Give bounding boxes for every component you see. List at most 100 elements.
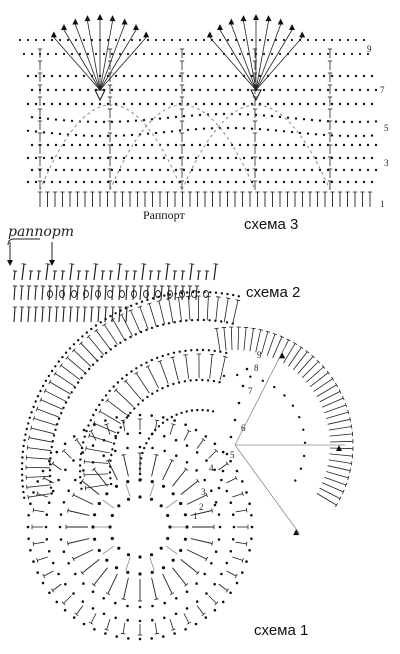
chain-dot [258, 128, 262, 131]
chain-dot [85, 331, 89, 334]
chain-dot [57, 572, 60, 576]
chain-dot [322, 102, 326, 106]
fan-spoke [243, 21, 257, 91]
chain-dot [126, 480, 130, 484]
chain-dot [170, 156, 174, 160]
chain-dot [23, 496, 26, 499]
chain-dot [66, 74, 70, 78]
chain-dot [180, 291, 183, 295]
chain-dot [225, 452, 229, 456]
stitch-cap [338, 496, 342, 501]
chain-dot [173, 419, 176, 422]
chain-dot [214, 113, 218, 116]
chain-dot [116, 431, 120, 434]
chain-dot [70, 143, 74, 147]
chain-dot [20, 473, 24, 476]
chain-dot [342, 88, 346, 92]
chain-dot [126, 497, 131, 501]
chain-dot [41, 469, 45, 473]
stitch-mark [89, 435, 113, 444]
chain-dot [170, 130, 174, 133]
chain-dot [161, 566, 166, 570]
chain-dot [166, 384, 170, 388]
chain-dot [138, 445, 142, 449]
chain-dot [126, 618, 129, 622]
stitch-cap [154, 454, 159, 456]
arrow-mark [72, 18, 79, 25]
chain-dot [334, 120, 338, 123]
chain-dot [146, 38, 150, 42]
stitch-mark [326, 471, 349, 479]
stitch-cap [169, 592, 175, 595]
chain-dot [213, 349, 216, 353]
chain-dot [146, 102, 150, 106]
stitch-cap [342, 395, 345, 401]
chain-dot [354, 134, 358, 138]
chain-dot [147, 437, 151, 440]
bracket [7, 238, 40, 246]
stitch-mark [93, 422, 116, 434]
fan-spoke [99, 24, 126, 91]
chain-dot [342, 52, 346, 56]
stitch-cap [119, 313, 124, 317]
stitch-cap [91, 467, 96, 471]
chain-dot [93, 537, 97, 541]
stitch-mark [160, 285, 163, 301]
chain-dot [50, 38, 54, 42]
stitch-mark [322, 397, 344, 408]
stitch-cap [61, 601, 66, 606]
chain-dot [115, 416, 118, 419]
chain-dot [322, 74, 326, 78]
chain-dot [23, 439, 26, 442]
chain-dot [184, 628, 187, 631]
stitch-mark [209, 354, 213, 379]
stitch-cap [196, 571, 200, 576]
chain-dot [151, 604, 154, 608]
chain-dot [62, 52, 66, 56]
chain-dot [126, 432, 129, 436]
chain-dot [142, 118, 146, 122]
chain-dot [191, 290, 195, 294]
stitch-cap [342, 489, 345, 495]
chain-dot [93, 513, 97, 517]
stitch-mark [81, 559, 100, 574]
chain-dot [171, 492, 175, 496]
chain-dot [195, 378, 198, 382]
stitch-mark [93, 567, 108, 586]
chain-dot [179, 501, 183, 506]
stitch-cap [28, 435, 30, 440]
chain-dot [218, 38, 222, 42]
chain-dot [261, 379, 264, 382]
chain-dot [185, 461, 189, 464]
stitch-cap [121, 454, 126, 456]
chain-dot [366, 143, 370, 147]
stitch-cap [50, 588, 55, 593]
stitch-mark [93, 263, 97, 281]
chain-dot [78, 88, 82, 92]
chain-dot [210, 74, 214, 78]
chain-dot [242, 156, 246, 160]
chain-dot [126, 570, 130, 575]
chain-dot [26, 156, 30, 160]
chain-dot [194, 38, 198, 42]
chain-dot [38, 52, 42, 56]
chain-dot [85, 429, 88, 433]
scheme-3-row-5: 5 [384, 123, 389, 133]
arrow-mark [288, 23, 295, 30]
chain-dot [214, 168, 218, 172]
stitch-cap [211, 508, 213, 513]
chain-dot [114, 134, 118, 137]
chain-dot [61, 355, 64, 359]
chain-dot [195, 600, 199, 603]
chain-dot [42, 102, 46, 106]
chain-dot [174, 143, 178, 147]
stitch-cap [186, 429, 192, 433]
fan-base [94, 89, 106, 102]
chain-dot [122, 180, 126, 184]
fan-base [250, 89, 262, 102]
chain-dot [174, 168, 178, 172]
stitch-mark [172, 357, 179, 381]
stitch-cap [93, 263, 99, 265]
chain-dot [94, 324, 98, 327]
chain-dot [358, 52, 362, 56]
